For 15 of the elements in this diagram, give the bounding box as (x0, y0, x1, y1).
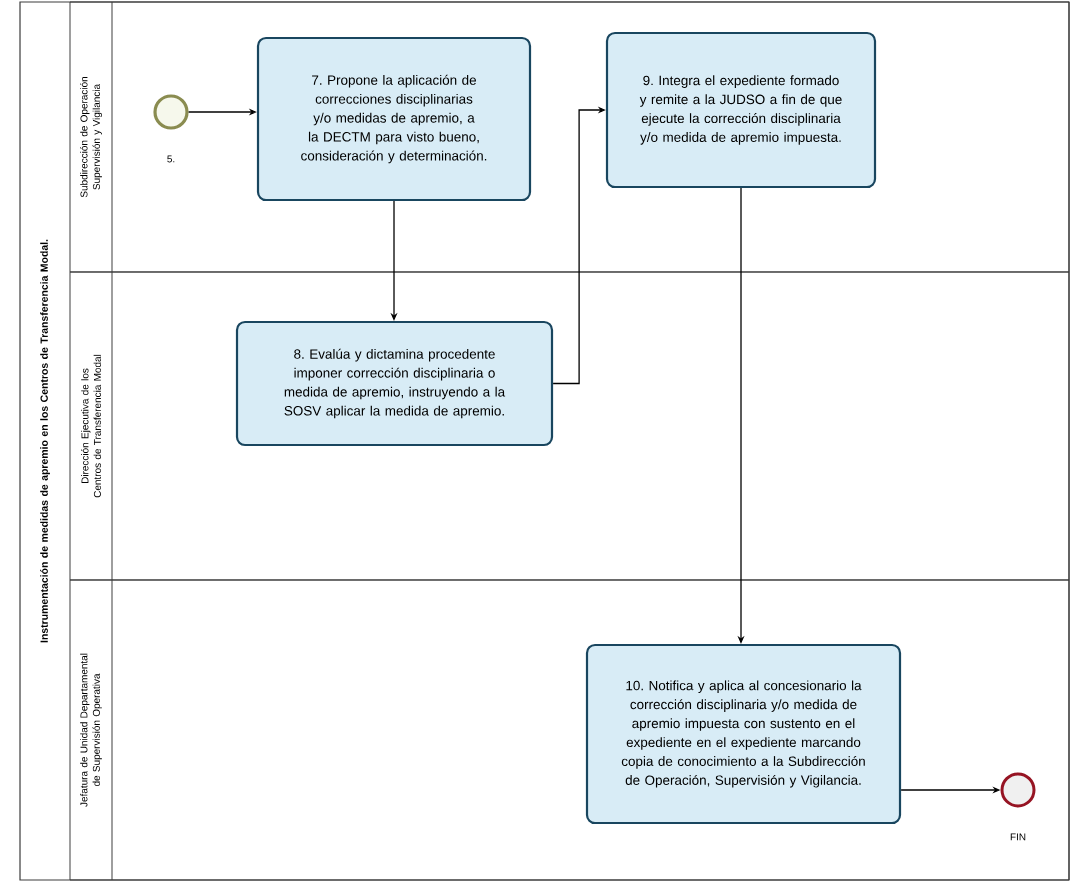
swimlane (69, 1, 1070, 273)
start-event-circle (153, 94, 189, 130)
swimlane (69, 579, 1070, 881)
task-box: 10. Notifica y aplica al concesionario la corrección disciplinaria y/o medida de apremio impuesta con sustento en el expediente en el expediente marcando copia de conocimiento a la Subdirección de Operación, Supervisión y Vigilancia. (585, 643, 902, 825)
swimlane (69, 271, 1070, 581)
lane-title: Subdirección de Operación Supervisión y Vigilancia (80, 77, 102, 198)
event-caption: FIN (1010, 833, 1026, 841)
lane-title: Dirección Ejecutiva de los Centros de Transferencia Modal (81, 354, 101, 498)
task-box: 8. Evalúa y dictamina procedente imponer corrección disciplinaria o medida de apremio, instruyendo a la SOSV aplicar la medida de apremio. (235, 320, 554, 447)
event-caption: 5. (167, 155, 175, 163)
end-event-circle (1000, 772, 1036, 808)
task-box: 9. Integra el expediente formado y remite a la JUDSO a fin de que ejecute la corrección disciplinaria y/o medida de apremio impuesta. (605, 31, 877, 189)
task-box: 7. Propone la aplicación de correcciones disciplinarias y/o medidas de apremio, a la DECTM para visto bueno, consideración y determinación. (256, 36, 532, 202)
pool-title: Instrumentación de medidas de apremio en los Centros de Transferencia Modal. (40, 239, 50, 643)
lane-title: Jefatura de Unidad Departamental de Supervisión Operativa (80, 653, 102, 807)
